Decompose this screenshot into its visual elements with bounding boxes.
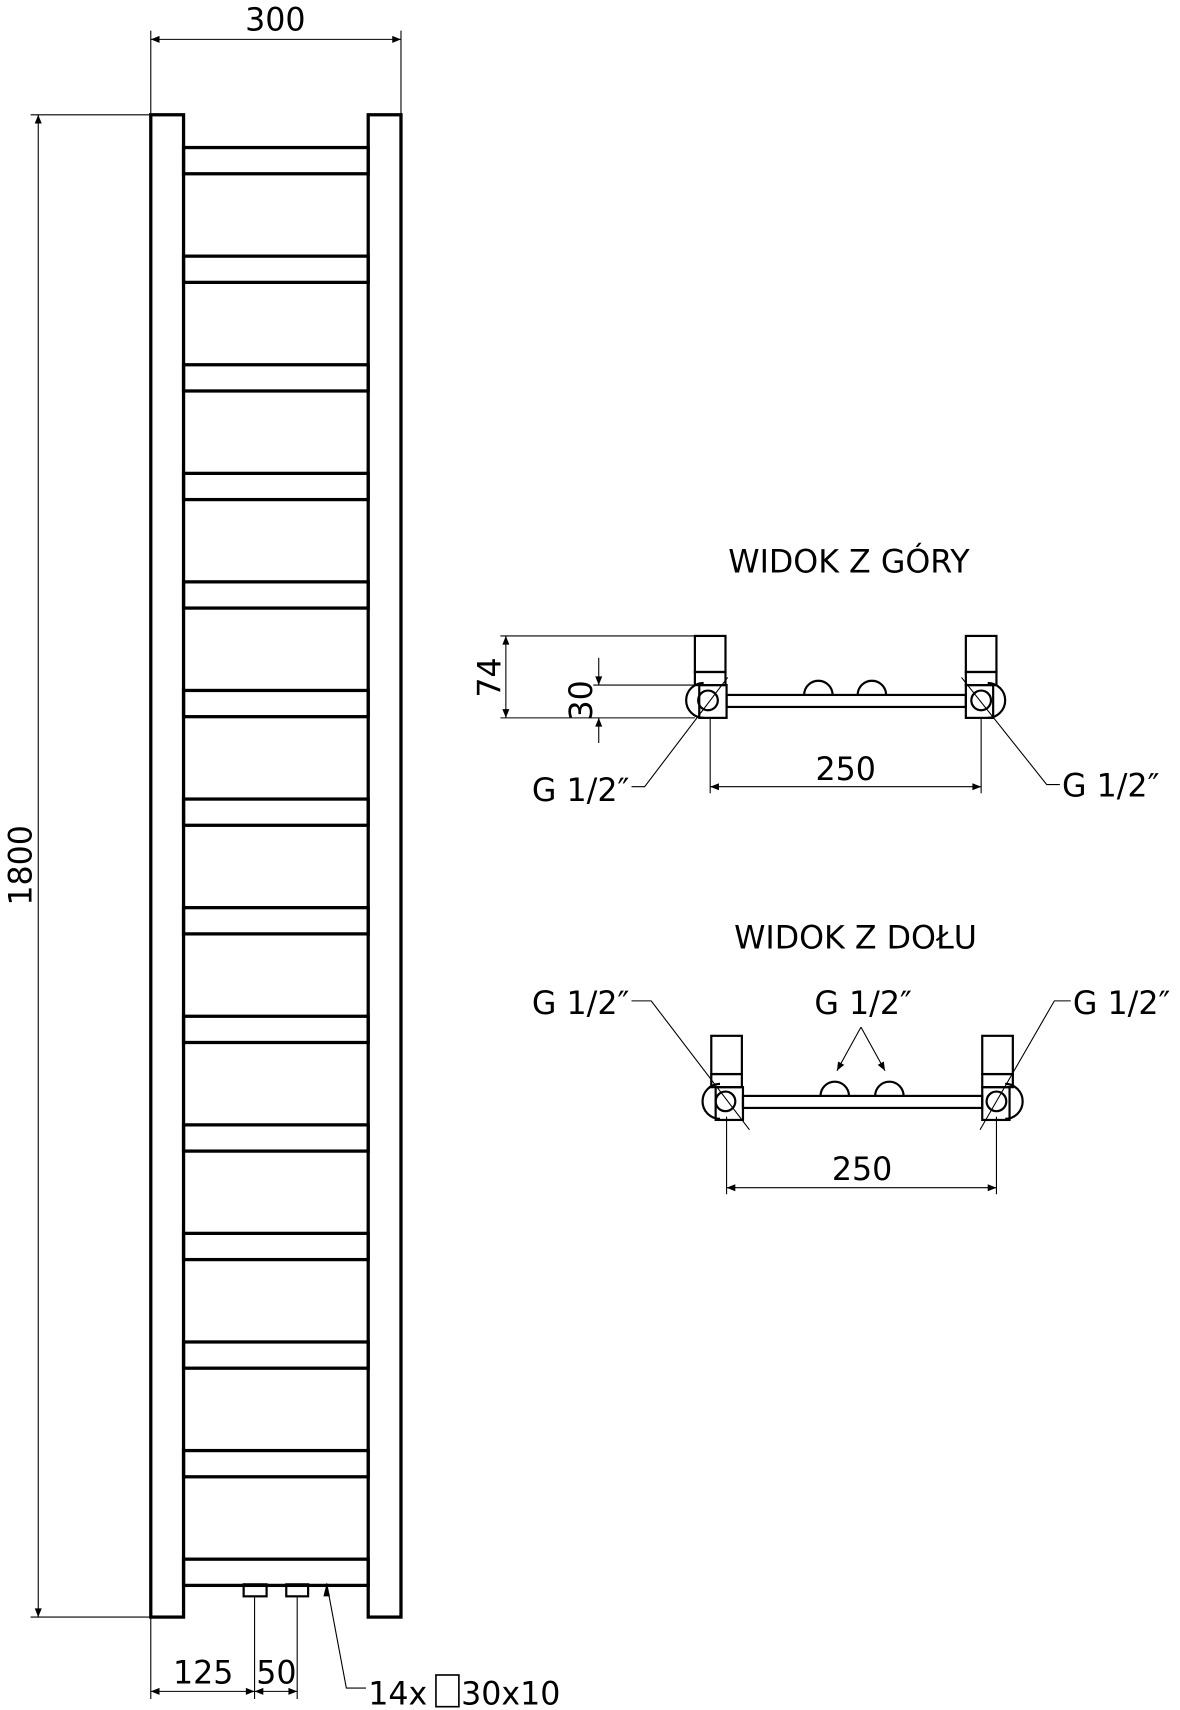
height-dim-label: 1800	[4, 825, 40, 906]
axis-dimension: 250	[726, 1116, 997, 1195]
towel-bars	[181, 145, 370, 1588]
towel-bar	[181, 797, 370, 827]
towel-bar	[181, 1014, 370, 1045]
connection-dimensions: 125 50	[150, 1597, 298, 1700]
outlet-circle	[874, 1080, 905, 1096]
pipe	[725, 693, 967, 709]
left-connection-label: G 1/2″	[532, 986, 630, 1022]
towel-bar	[181, 254, 370, 285]
pipe	[741, 1094, 984, 1110]
connection-stub-left	[242, 1583, 268, 1598]
top-view-title: WIDOK Z GÓRY	[728, 542, 970, 581]
towel-bar	[181, 145, 370, 176]
spacing-dim-label: 50	[256, 1656, 296, 1692]
right-connection-label: G 1/2″	[1073, 986, 1171, 1022]
towel-bar	[181, 363, 370, 393]
right-fitting	[981, 1034, 1024, 1122]
width-dim-label: 300	[245, 3, 305, 39]
towel-bar	[181, 1448, 370, 1479]
bar-count-label: 14x	[368, 1676, 427, 1710]
axis-dim-label: 250	[832, 1152, 892, 1188]
bottom-view-title: WIDOK Z DOŁU	[734, 920, 977, 956]
axis-dimension: 250	[709, 717, 982, 794]
left-fitting	[685, 634, 728, 719]
depth-dim-label: 74	[472, 657, 508, 697]
towel-bar	[181, 1231, 370, 1262]
top-view: WIDOK Z GÓRY 74 30	[472, 542, 1159, 809]
towel-bar	[181, 1557, 370, 1588]
front-view: 300 1800 125 50 14x 30x10	[4, 3, 561, 1710]
rectangle-section-icon	[435, 1674, 460, 1708]
towel-bar	[181, 471, 370, 502]
left-connection-label: G 1/2″	[532, 773, 630, 809]
right-rail	[366, 113, 403, 1619]
towel-bar	[181, 688, 370, 719]
offset-dim-label: 125	[173, 1656, 233, 1692]
bar-section-label: 30x10	[461, 1676, 560, 1710]
right-connection-label: G 1/2″	[1062, 769, 1160, 805]
towel-bar	[181, 906, 370, 936]
depth-dimension: 74 30	[472, 635, 695, 744]
outlet-circle	[803, 679, 834, 696]
outlet-circle	[819, 1080, 851, 1096]
middle-connection-label: G 1/2″	[814, 986, 912, 1022]
towel-bar	[181, 1340, 370, 1370]
left-rail	[149, 113, 186, 1619]
outlet-circle	[856, 679, 888, 696]
towel-bar	[181, 580, 370, 610]
left-fitting	[701, 1034, 745, 1122]
pipe-dim-label: 30	[564, 680, 600, 720]
height-dimension: 1800	[4, 114, 151, 1618]
connection-stub-right	[285, 1583, 310, 1598]
width-dimension: 300	[150, 3, 402, 115]
right-fitting	[964, 634, 1007, 719]
towel-bar	[181, 1123, 370, 1153]
bottom-view: WIDOK Z DOŁU 250 G 1/2″ G 1/2″	[532, 920, 1171, 1195]
axis-dim-label: 250	[815, 752, 875, 788]
bar-section-callout: 14x 30x10	[323, 1583, 560, 1710]
